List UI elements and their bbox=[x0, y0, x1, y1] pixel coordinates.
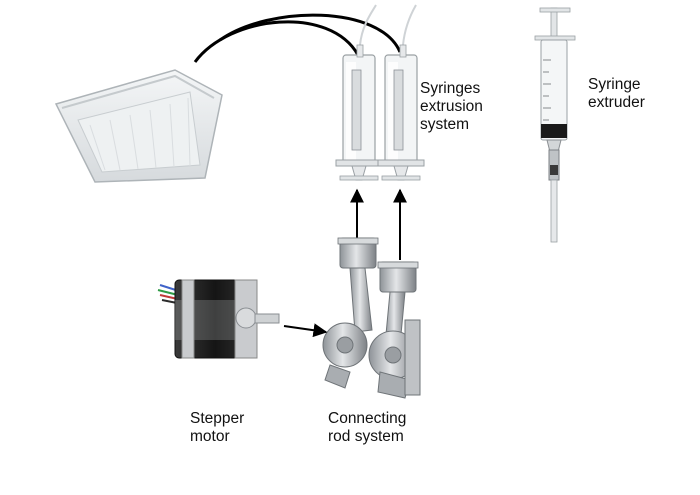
feed-tubes bbox=[193, 13, 402, 63]
syringe-extruder-image bbox=[534, 7, 576, 243]
connecting-rod-image bbox=[322, 237, 421, 399]
syringe-right-image bbox=[377, 44, 425, 181]
connecting-rod-label: Connecting rod system bbox=[328, 410, 407, 445]
stepper-motor-label: Stepper motor bbox=[190, 410, 245, 445]
plastic-container-image bbox=[54, 69, 223, 183]
arrow-motor-to-rod bbox=[283, 323, 328, 338]
syringes-system-label: Syringes extrusion system bbox=[420, 80, 483, 133]
syringe-extruder-label: Syringe extruder bbox=[588, 76, 645, 111]
syringe-left-image bbox=[335, 44, 383, 181]
stepper-motor-image bbox=[157, 279, 280, 359]
syringe-inlet-tubes bbox=[359, 4, 417, 46]
